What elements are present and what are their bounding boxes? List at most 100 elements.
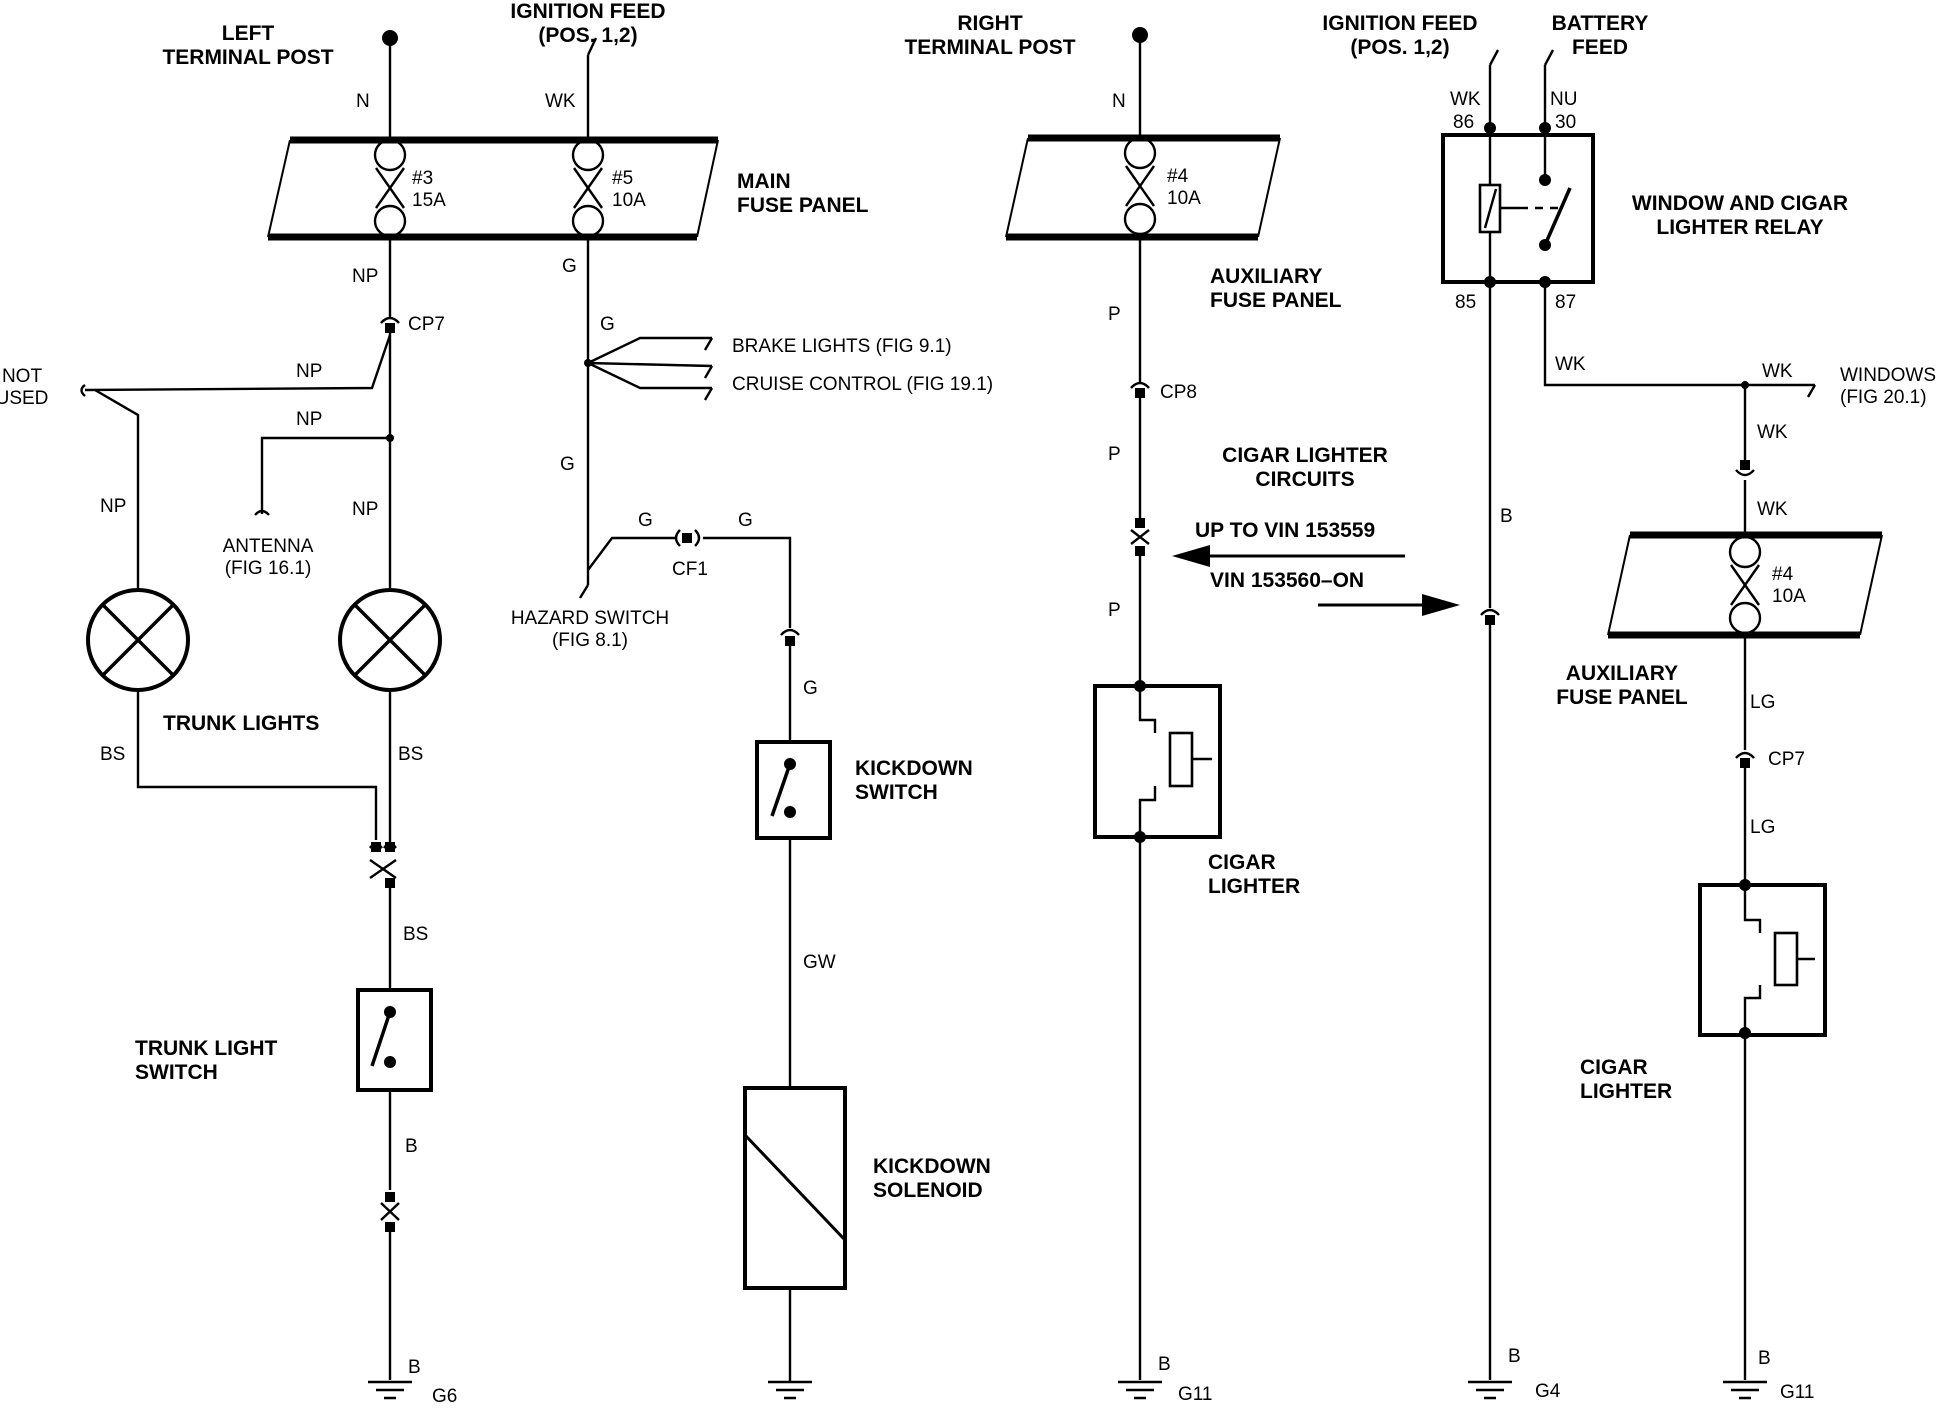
connector-trunk-switch-ground: [380, 1192, 400, 1232]
cruise-control-label: CRUISE CONTROL (FIG 19.1): [732, 374, 993, 395]
left-terminal-post-dot: [382, 30, 398, 46]
main-fuse-panel: [267, 136, 719, 241]
connector-kickdown: [780, 628, 800, 646]
wire-code-wk-5: WK: [1757, 499, 1788, 520]
wire-code-g-4: G: [638, 510, 653, 531]
cigar-lighter-1-symbol: [1093, 680, 1222, 843]
window-cigar-relay-symbol: [1441, 133, 1595, 288]
wire-code-g-1: G: [562, 256, 577, 277]
cf1-label: CF1: [672, 559, 708, 580]
wire-code-wk-relay: WK: [1450, 89, 1481, 110]
fuse-5-id: #5: [612, 168, 633, 189]
wire-code-b-4: B: [1500, 506, 1513, 527]
wire-code-wk-3: WK: [1762, 361, 1793, 382]
fuse-4-rating: 10A: [1167, 188, 1201, 209]
ground-g4-symbol: [1468, 1380, 1512, 1400]
fuse-4b-rating: 10A: [1772, 586, 1806, 607]
wire-break-marks: [80, 337, 1817, 599]
connector-vin: [1130, 518, 1150, 556]
wire-code-wk-left: WK: [545, 91, 576, 112]
vin-on-label: VIN 153560–ON: [1210, 569, 1364, 592]
relay-pin-87: 87: [1555, 292, 1576, 313]
wire-code-np-4: NP: [100, 496, 126, 517]
fuse-4b-symbol: [1728, 535, 1762, 635]
relay-pin-86: 86: [1453, 112, 1474, 133]
wire-code-np-1: NP: [352, 266, 378, 287]
wire-code-b-3: B: [1158, 1354, 1171, 1375]
wire-code-g-6: G: [803, 678, 818, 699]
connector-cf1: [674, 529, 701, 547]
wire-code-bs-1: BS: [100, 744, 125, 765]
wire-code-lg-1: LG: [1750, 692, 1775, 713]
cp8-label: CP8: [1160, 382, 1197, 403]
ground-g11-label: G11: [1178, 1384, 1213, 1405]
ground-g6-symbol: [368, 1380, 412, 1400]
wire-code-np-2: NP: [296, 361, 322, 382]
connector-relay-b: [1480, 608, 1500, 625]
wire-code-b-5: B: [1508, 1346, 1521, 1367]
ground-g4-label: G4: [1535, 1381, 1561, 1402]
fuse-4-symbol: [1123, 136, 1157, 236]
wire-code-np-5: NP: [352, 499, 378, 520]
up-to-vin-label: UP TO VIN 153559: [1195, 519, 1375, 542]
ground-kickdown-symbol: [768, 1380, 812, 1400]
ground-g6-label: G6: [432, 1386, 457, 1407]
wire-code-gw: GW: [803, 952, 836, 973]
trunk-lamp-right: [338, 588, 442, 692]
relay-pin-85: 85: [1455, 292, 1476, 313]
fuse-5-rating: 10A: [612, 190, 646, 211]
wire-code-p-2: P: [1108, 444, 1121, 465]
arrow-vin-on: [1318, 594, 1460, 616]
connector-cp8: [1130, 381, 1150, 398]
wire-code-wk-2: WK: [1555, 354, 1586, 375]
ignition-feed-right-label: IGNITION FEED(POS. 1,2): [1322, 12, 1477, 59]
wire-code-g-3: G: [560, 454, 575, 475]
ignition-feed-left-mark: [586, 37, 598, 56]
wire-code-nu: NU: [1550, 89, 1577, 110]
wire-code-p-1: P: [1108, 304, 1121, 325]
fuse-4-id: #4: [1167, 166, 1189, 187]
ground-g11b-symbol: [1723, 1380, 1767, 1400]
trunk-lights-label: TRUNK LIGHTS: [163, 712, 319, 735]
connector-cp7: [380, 316, 400, 333]
wire-code-bs-2: BS: [398, 744, 423, 765]
auxiliary-fuse-panel-2: [1607, 531, 1883, 639]
windows-label: WINDOWS(FIG 20.1): [1840, 365, 1936, 408]
fuse-3-symbol: [373, 138, 407, 238]
wires-right: [1138, 35, 1815, 1380]
wire-code-n-left: N: [356, 91, 370, 112]
fuse-4b-id: #4: [1772, 564, 1794, 585]
trunk-light-switch-symbol: [356, 988, 433, 1092]
hazard-switch-label: HAZARD SWITCH(FIG 8.1): [511, 608, 669, 651]
right-terminal-post-dot: [1132, 27, 1148, 43]
connector-windows: [1735, 460, 1755, 477]
splice-dots: [386, 122, 1749, 442]
wire-codes: N WK NP G G NP NP NP NP G G G G BS BS BS…: [100, 89, 1793, 1378]
kickdown-switch-symbol: [755, 740, 832, 840]
fuse-3-id: #3: [412, 168, 433, 189]
wire-code-np-3: NP: [296, 409, 322, 430]
relay-pin-30: 30: [1555, 112, 1576, 133]
ignition-feed-left-label: IGNITION FEED(POS. 1,2): [510, 0, 665, 47]
ignition-feed-right-mark: [1488, 49, 1500, 66]
kickdown-solenoid-symbol: [743, 1086, 847, 1290]
wire-code-g-5: G: [738, 510, 753, 531]
auxiliary-fuse-panel: [1005, 134, 1281, 241]
wire-code-b-6: B: [1758, 1348, 1771, 1369]
cigar-lighter-2-symbol: [1698, 879, 1827, 1039]
